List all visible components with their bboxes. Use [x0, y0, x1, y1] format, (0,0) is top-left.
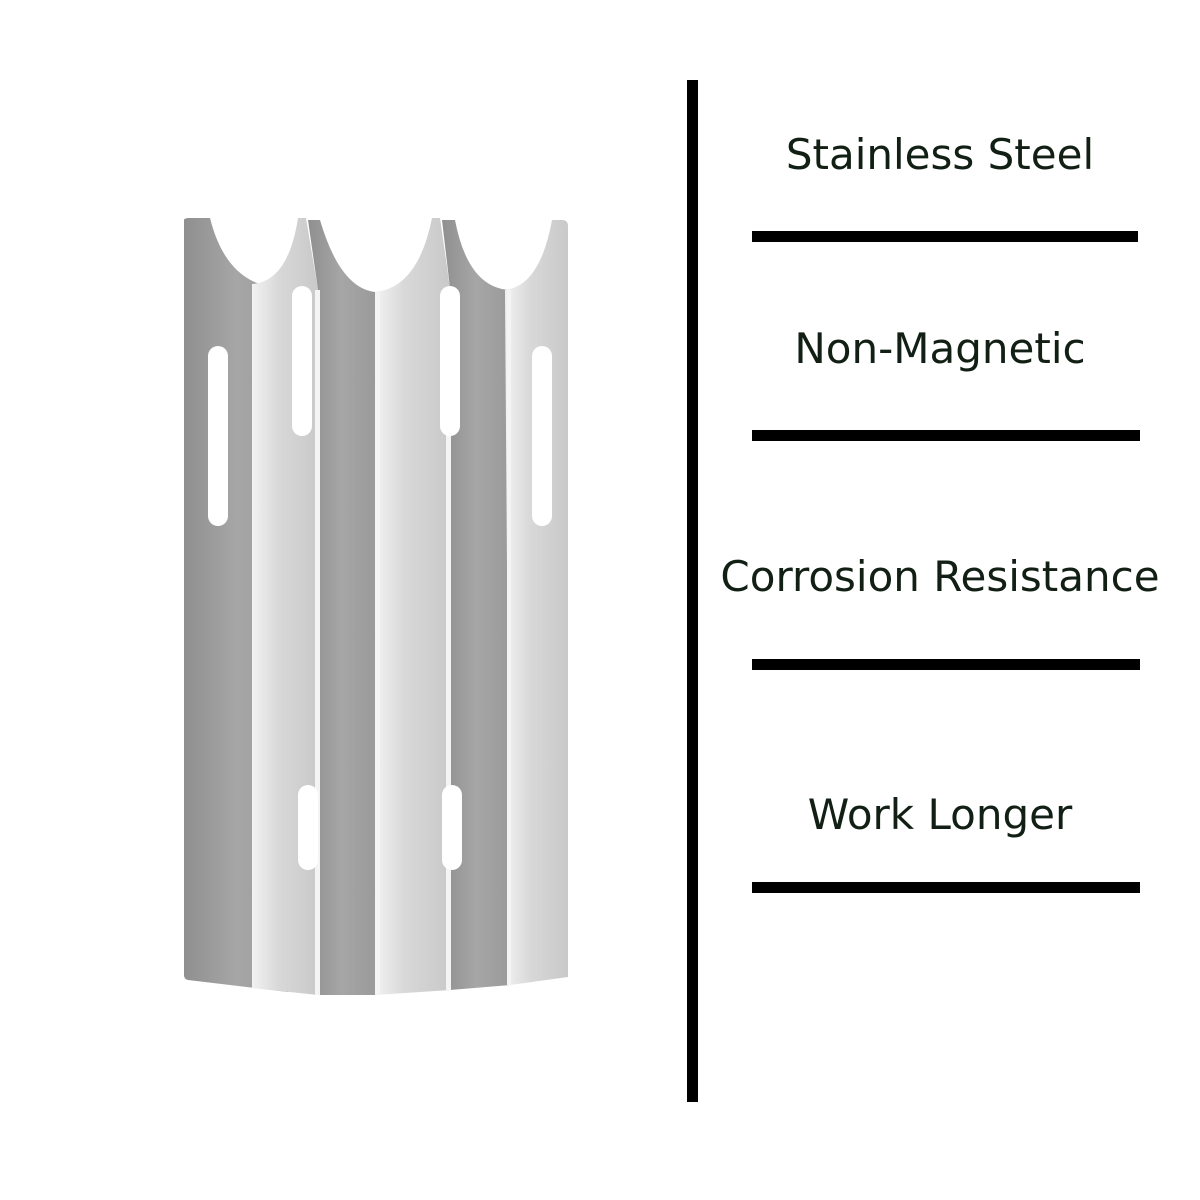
slot-hole — [532, 346, 552, 526]
feature-rule — [752, 430, 1140, 441]
feature-label-stainless-steel: Stainless Steel — [785, 130, 1095, 179]
slot-hole — [292, 286, 312, 436]
fold-edge — [375, 292, 380, 995]
slot-hole — [208, 346, 228, 526]
fold-edge — [446, 288, 451, 990]
fold-edge — [315, 290, 320, 995]
feature-rule — [752, 659, 1140, 670]
vertical-divider — [687, 80, 698, 1102]
feature-rule — [752, 882, 1140, 893]
slot-hole — [440, 286, 460, 436]
heat-plate-illustration — [184, 218, 568, 995]
feature-rule — [752, 231, 1138, 242]
heat-plate-image — [170, 200, 590, 1010]
feature-label-non-magnetic: Non-Magnetic — [794, 324, 1086, 373]
fold-edge — [507, 290, 511, 985]
slot-hole — [298, 785, 318, 870]
feature-label-corrosion-resistance: Corrosion Resistance — [720, 552, 1160, 601]
feature-label-work-longer: Work Longer — [807, 790, 1073, 839]
slot-hole — [442, 785, 462, 870]
